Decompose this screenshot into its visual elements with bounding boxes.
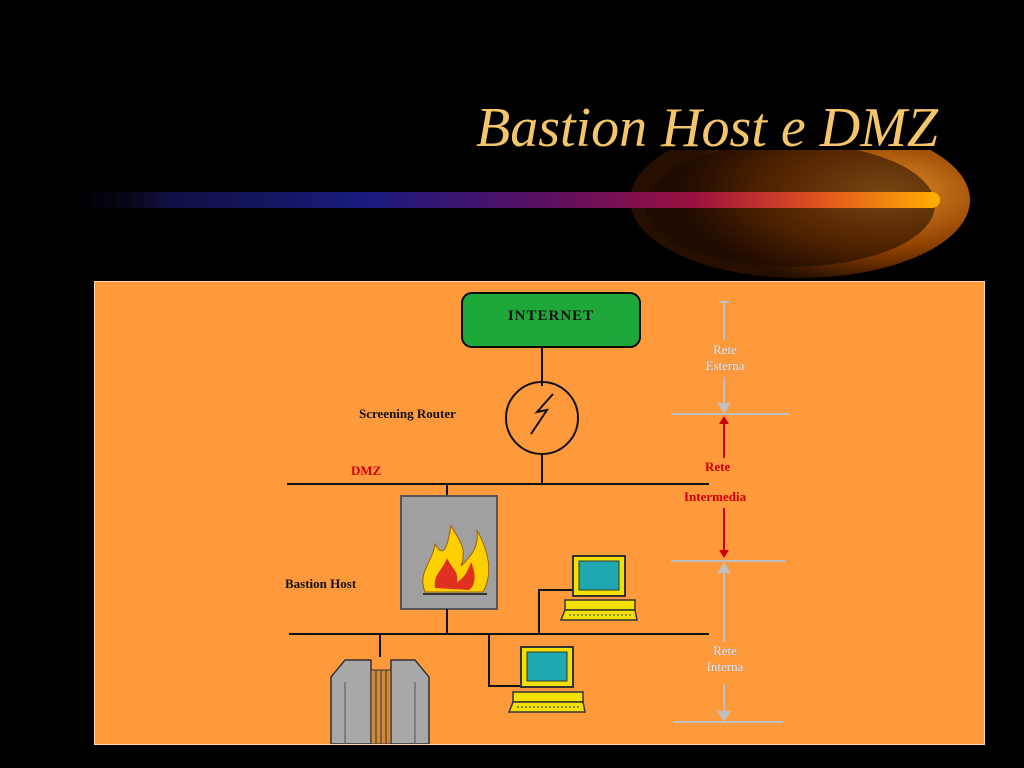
rete-intermedia-marker [671,416,785,562]
rete-interna-marker [673,562,783,723]
rete-esterna-line2: Esterna [705,358,745,373]
computer-icon-2 [507,646,586,713]
rete-esterna-line1: Rete [713,342,737,357]
server-icon [330,659,430,744]
lightning-icon [530,393,554,435]
bastion-host-label: Bastion Host [285,576,357,591]
rete-intermedia-line2: Intermedia [684,489,747,504]
computer-icon-1 [559,555,638,621]
rete-intermedia-line1: Rete [705,459,731,474]
firewall-flame-icon [422,524,490,593]
screening-router-label: Screening Router [359,406,456,421]
decorative-streak [60,150,970,278]
internet-label: INTERNET [507,308,595,324]
internet-box [461,292,641,348]
rete-interna-line1: Rete [713,643,737,658]
rete-interna-label: Rete Interna [685,643,765,675]
diagram-graphics [287,292,789,744]
rete-esterna-label: Rete Esterna [685,342,765,374]
dmz-label: DMZ [351,463,382,478]
rete-esterna-marker [671,301,789,415]
network-diagram: INTERNET Screening Router DMZ Bastion Ho… [94,281,985,745]
rete-interna-line2: Interna [706,659,744,674]
slide-title: Bastion Host e DMZ [476,97,938,159]
